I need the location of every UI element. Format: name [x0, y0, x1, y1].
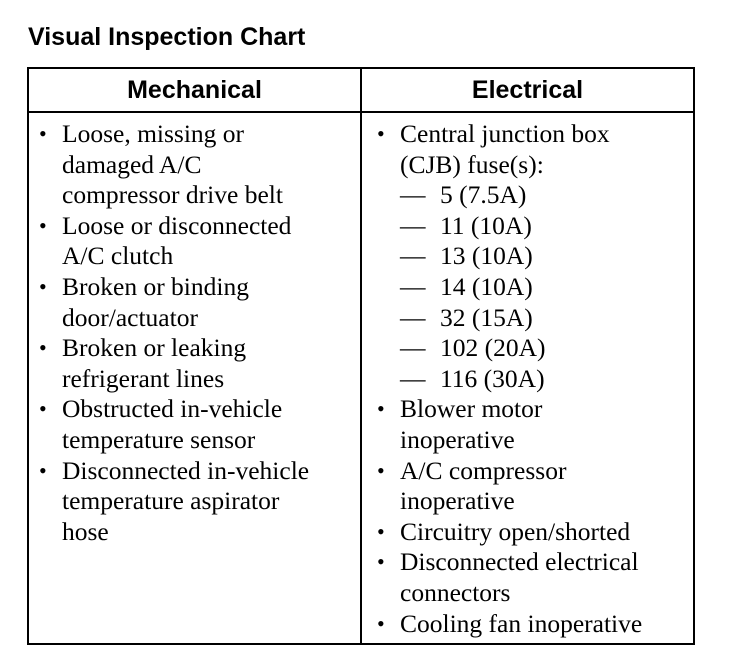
dash-icon: —: [400, 363, 426, 393]
mechanical-item-refrigerant-lines: • Broken or leaking refrigerant lines: [29, 333, 360, 394]
bullet-icon: •: [377, 121, 385, 146]
item-line: A/C clutch: [62, 241, 174, 271]
bullet-icon: •: [39, 121, 47, 146]
fuse-entry: — 5 (7.5A): [400, 180, 693, 211]
fuse-entry: — 13 (10A): [400, 241, 693, 272]
bullet-icon: •: [377, 396, 385, 422]
fuse-value: 102 (20A): [440, 333, 546, 363]
fuse-list: —5 (7.5A) —11 (10A) —13 (10A) —14 (10A) …: [400, 180, 693, 394]
mechanical-item-temperature-sensor: • Obstructed in-vehicle temperature sens…: [29, 394, 360, 455]
fuse-entry: — 11 (10A): [400, 211, 693, 242]
electrical-item-circuitry: • Circuitry open/shorted: [362, 517, 693, 548]
electrical-item-cooling-fan: • Cooling fan inoperative: [362, 609, 693, 640]
item-line: Disconnected electrical: [400, 547, 639, 577]
mechanical-column-header: Mechanical: [27, 67, 362, 113]
item-line: (CJB) fuse(s):: [400, 149, 544, 179]
content-row: • Loose, missing or damaged A/C compress…: [27, 111, 695, 645]
bullet-icon: •: [377, 518, 385, 544]
dash-icon: —: [400, 333, 426, 363]
item-line: Loose, missing or: [62, 119, 245, 148]
item-line: refrigerant lines: [62, 363, 225, 393]
bullet-icon: •: [377, 457, 385, 483]
item-line: Central junction box: [400, 119, 610, 148]
dash-icon: —: [400, 271, 426, 301]
chart-title: Visual Inspection Chart: [28, 23, 306, 51]
dash-icon: —: [400, 210, 426, 240]
item-line: temperature aspirator: [62, 486, 280, 516]
electrical-item-blower-motor: • Blower motor inoperative: [362, 394, 693, 455]
item-line: temperature sensor: [62, 424, 256, 454]
fuse-entry: — 14 (10A): [400, 272, 693, 303]
fuse-value: 14 (10A): [440, 271, 533, 301]
electrical-item-connectors: • Disconnected electrical connectors: [362, 547, 693, 608]
item-line: A/C compressor: [400, 455, 567, 485]
bullet-icon: •: [377, 549, 385, 575]
item-line: Broken or binding: [62, 271, 249, 301]
mechanical-item-drive-belt: • Loose, missing or damaged A/C compress…: [29, 119, 360, 211]
item-line: Disconnected in-vehicle: [62, 455, 310, 485]
fuse-entry: — 102 (20A): [400, 333, 693, 364]
fuse-value: 32 (15A): [440, 302, 533, 332]
item-line: inoperative: [400, 486, 515, 516]
bullet-icon: •: [39, 273, 47, 299]
fuse-value: 11 (10A): [440, 210, 532, 240]
electrical-item-ac-compressor: • A/C compressor inoperative: [362, 456, 693, 517]
fuse-value: 5 (7.5A): [440, 180, 527, 210]
mechanical-item-door-actuator: • Broken or binding door/actuator: [29, 272, 360, 333]
fuse-value: 13 (10A): [440, 241, 533, 271]
item-line: compressor drive belt: [62, 180, 283, 210]
item-line: Loose or disconnected: [62, 210, 292, 240]
electrical-item-cjb-fuses: • Central junction box (CJB) fuse(s): — 5…: [362, 119, 693, 394]
item-line: Circuitry open/shorted: [400, 516, 631, 546]
bullet-icon: •: [39, 457, 47, 483]
item-line: damaged A/C: [62, 149, 202, 179]
electrical-list: • Central junction box (CJB) fuse(s): — 5…: [362, 119, 693, 639]
bullet-icon: •: [39, 212, 47, 238]
dash-icon: —: [400, 241, 426, 271]
inspection-table: Mechanical Electrical • Loose, missing o…: [27, 67, 695, 645]
item-line: door/actuator: [62, 302, 198, 332]
item-line: inoperative: [400, 424, 515, 454]
fuse-value: 116 (30A): [440, 363, 545, 393]
bullet-icon: •: [39, 396, 47, 422]
dash-icon: —: [400, 302, 426, 332]
fuse-entry: — 32 (15A): [400, 303, 693, 334]
electrical-column-header: Electrical: [360, 67, 695, 113]
mechanical-list: • Loose, missing or damaged A/C compress…: [29, 119, 360, 547]
mechanical-item-aspirator-hose: • Disconnected in-vehicle temperature as…: [29, 456, 360, 548]
electrical-cell: • Central junction box (CJB) fuse(s): — 5…: [360, 111, 695, 645]
item-line: Broken or leaking: [62, 333, 247, 363]
header-row: Mechanical Electrical: [27, 67, 695, 113]
item-line: Blower motor: [400, 394, 543, 424]
dash-icon: —: [400, 180, 426, 210]
item-line: connectors: [400, 577, 511, 607]
mechanical-item-ac-clutch: • Loose or disconnected A/C clutch: [29, 211, 360, 272]
bullet-icon: •: [39, 335, 47, 361]
item-line: Cooling fan inoperative: [400, 608, 643, 638]
item-line: hose: [62, 516, 109, 546]
bullet-icon: •: [377, 610, 385, 636]
item-line: Obstructed in-vehicle: [62, 394, 283, 424]
fuse-entry: — 116 (30A): [400, 364, 693, 395]
mechanical-cell: • Loose, missing or damaged A/C compress…: [27, 111, 362, 645]
